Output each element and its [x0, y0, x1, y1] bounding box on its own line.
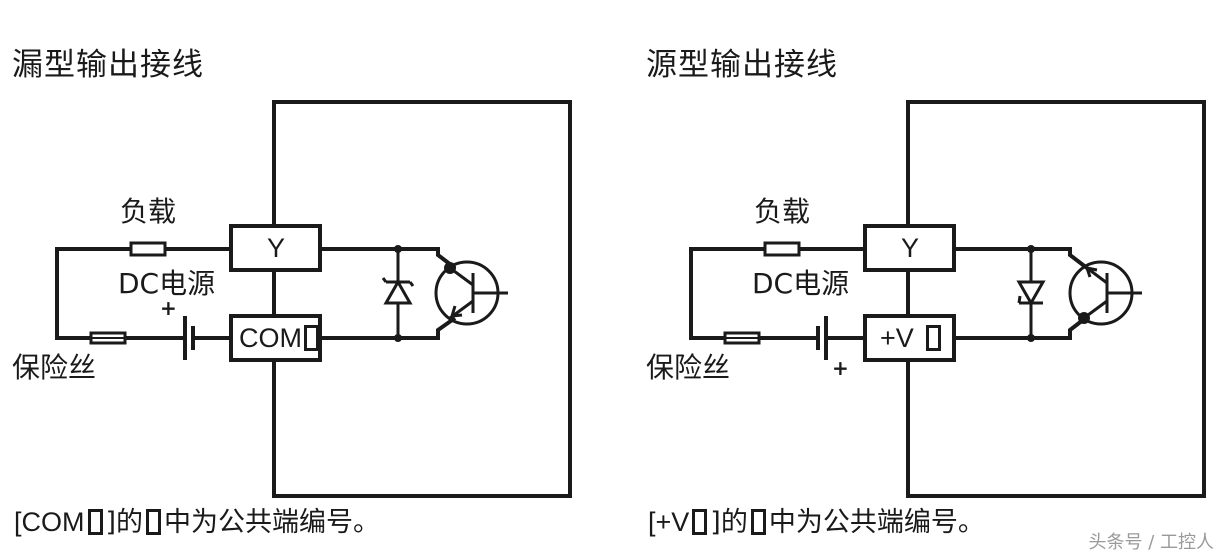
source-transistor-arrow [1085, 266, 1098, 278]
source-transistor-dot [1078, 312, 1090, 324]
sink-internal-wire [320, 247, 457, 340]
sink-plc-module-box [272, 100, 572, 498]
sink-junction-bottom [394, 334, 402, 342]
sink-transistor-arrow [450, 305, 463, 318]
source-diagram [689, 100, 1206, 498]
source-plus-sign: + [832, 356, 849, 380]
sink-external-wire [55, 247, 231, 340]
source-internal-wire [954, 247, 1089, 340]
source-diode-bar [1017, 295, 1043, 305]
source-terminal-v: +V [880, 325, 944, 352]
sink-diode-bar [381, 277, 415, 287]
source-caption-box-2 [750, 509, 766, 535]
sink-title: 漏型输出接线 [12, 47, 204, 83]
source-title: 源型输出接线 [646, 47, 838, 83]
sink-caption-box-1 [87, 509, 103, 535]
sink-load-resistor [129, 241, 167, 257]
sink-dc-label: DC电源 [118, 267, 216, 300]
source-dc-label: DC电源 [752, 267, 850, 300]
sink-caption-box-2 [146, 509, 162, 535]
sink-y-terminal-box [229, 224, 322, 272]
sink-plus-sign: + [160, 296, 177, 320]
sink-caption-middle: ]的 [105, 507, 144, 538]
source-external-wire [689, 247, 865, 340]
sink-junction-top [394, 245, 402, 253]
sink-terminal-com: COM [239, 325, 322, 352]
source-caption-box-1 [692, 509, 708, 535]
source-terminal-number-box [925, 325, 941, 351]
source-caption: [+V ]的中为公共端编号。 [648, 507, 985, 538]
source-terminal-y: Y [901, 233, 920, 263]
sink-caption: [COM ]的中为公共端编号。 [14, 507, 380, 538]
watermark: 头条号 / 工控人 [1088, 532, 1214, 553]
source-caption-suffix: 中为公共端编号。 [768, 507, 985, 538]
sink-fuse-label: 保险丝 [12, 351, 97, 384]
source-load-label: 负载 [754, 195, 811, 228]
source-caption-middle: ]的 [710, 507, 748, 538]
sink-caption-suffix: 中为公共端编号。 [164, 507, 381, 538]
sink-terminal-y: Y [267, 233, 286, 263]
sink-terminal-com-label: COM [239, 323, 302, 353]
source-fuse-label: 保险丝 [646, 351, 731, 384]
sink-transistor-dot [444, 262, 456, 274]
sink-caption-prefix: [COM [14, 507, 85, 537]
sink-diode [383, 278, 413, 305]
source-plc-module-box [906, 100, 1206, 498]
source-transistor-emitter [1086, 266, 1108, 285]
sink-terminal-number-box [304, 325, 319, 351]
source-load-resistor [763, 241, 801, 257]
source-caption-prefix: [+V [648, 507, 690, 537]
source-junction-top [1027, 245, 1035, 253]
source-junction-bottom [1027, 334, 1035, 342]
sink-load-label: 负载 [120, 195, 177, 228]
source-diode [1016, 280, 1046, 307]
source-terminal-v-label: +V [880, 323, 914, 353]
